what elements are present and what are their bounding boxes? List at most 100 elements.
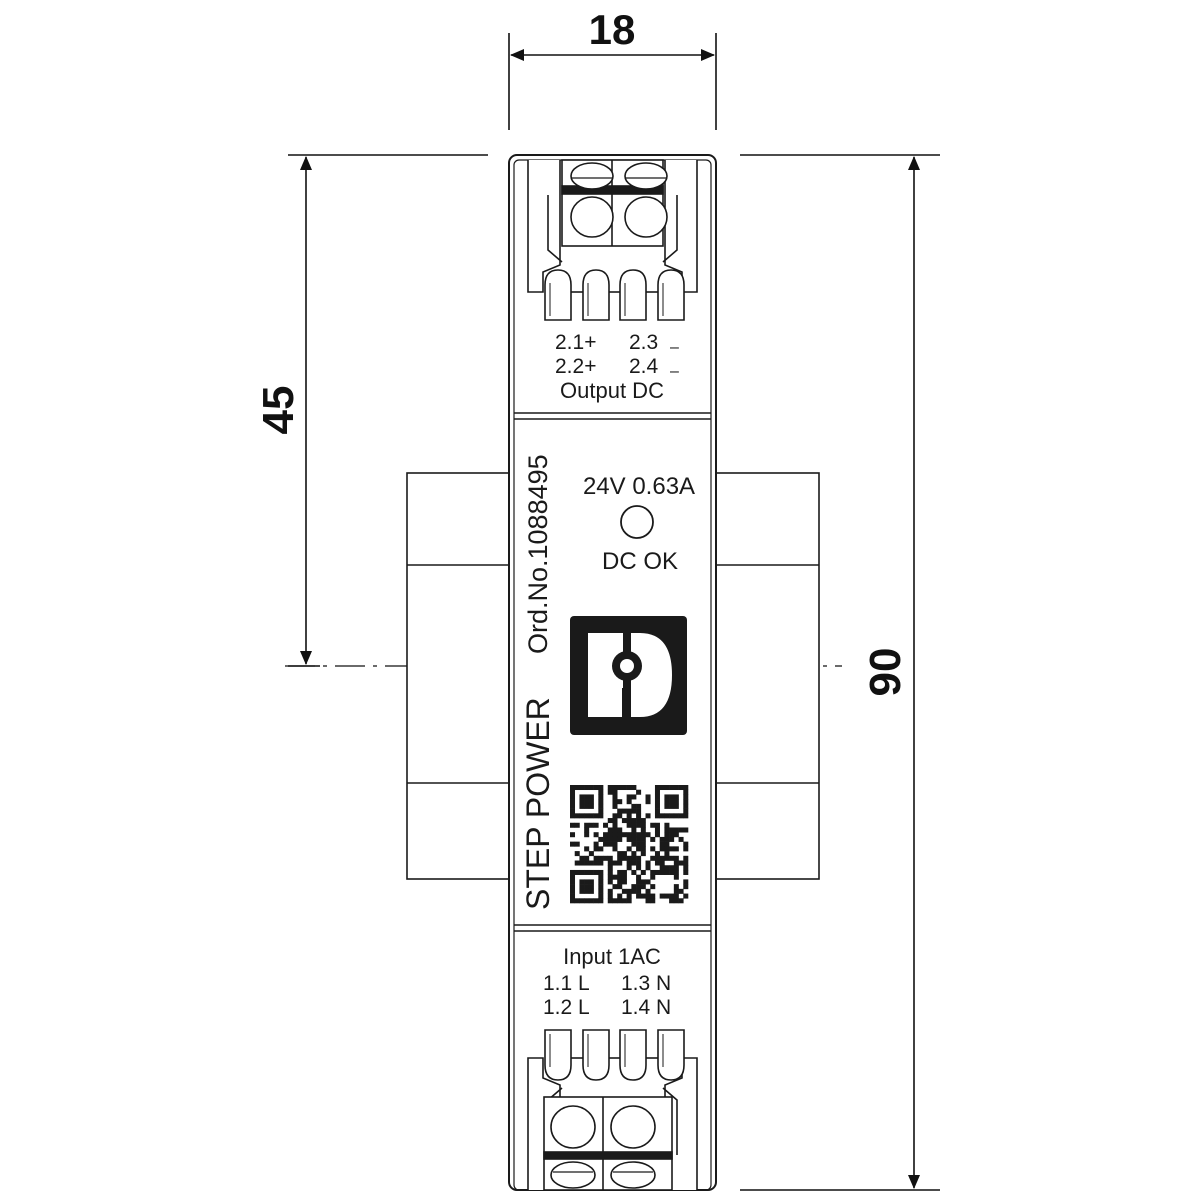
qr-module [654,827,660,833]
dimension-height [740,154,940,1191]
qr-module [669,836,675,842]
qr-module [654,869,660,875]
qr-module [678,888,684,894]
qr-module [603,855,609,861]
qr-module [588,884,594,890]
qr-module [612,827,618,833]
qr-module [617,813,623,819]
qr-module [683,789,689,795]
qr-module [673,869,679,875]
qr-module [603,836,609,842]
qr-module [626,832,632,838]
qr-module [640,818,646,824]
qr-module [640,879,646,885]
qr-module [631,808,637,814]
qr-module [631,818,637,824]
qr-module [584,803,590,809]
qr-module [636,888,642,894]
qr-module [593,813,599,819]
qr-module [617,855,623,861]
qr-module [579,785,585,791]
qr-module [607,874,613,880]
qr-module [626,846,632,852]
qr-module [631,841,637,847]
qr-module [584,855,590,861]
qr-module [570,794,576,800]
qr-module [654,855,660,861]
terminal-screw-icon[interactable] [570,162,614,190]
qr-module [598,846,604,852]
qr-module [683,827,689,833]
qr-module [683,869,689,875]
qr-module [636,846,642,852]
qr-module [612,874,618,880]
qr-module [645,832,651,838]
qr-module [654,794,660,800]
qr-module [683,794,689,800]
qr-module [593,841,599,847]
qr-module [607,860,613,866]
qr-module [673,813,679,819]
output-terminal-block [527,159,698,321]
qr-module [659,846,665,852]
qr-module [584,898,590,904]
terminal-screw-icon[interactable] [610,1161,656,1189]
qr-module [683,846,689,852]
qr-module [683,785,689,791]
qr-module [598,789,604,795]
qr-module [636,822,642,828]
qr-module [598,860,604,866]
qr-module [588,851,594,857]
dimension-width-label: 18 [589,6,636,53]
qr-module [664,794,670,800]
qr-module [617,860,623,866]
terminal-screw-icon[interactable] [624,162,668,190]
qr-module [612,813,618,819]
qr-module [574,785,580,791]
qr-module [579,879,585,885]
terminal-screw-icon[interactable] [570,196,614,238]
qr-module [612,803,618,809]
qr-module [607,836,613,842]
qr-module [659,865,665,871]
terminal-screw-icon[interactable] [610,1105,656,1149]
qr-module [636,865,642,871]
qr-module [626,836,632,842]
qr-module [584,846,590,852]
qr-module [621,888,627,894]
qr-module [640,884,646,890]
qr-module [588,813,594,819]
qr-module [570,785,576,791]
qr-module [598,874,604,880]
qr-module [603,832,609,838]
qr-module [617,851,623,857]
qr-module [683,841,689,847]
qr-module [636,813,642,819]
qr-module [584,860,590,866]
qr-module [683,855,689,861]
qr-module [664,799,670,805]
qr-module [636,860,642,866]
qr-module [612,836,618,842]
output-terminal-label-2-2: 2.2+ [555,355,596,378]
terminal-screw-icon[interactable] [550,1161,596,1189]
qr-module [654,799,660,805]
qr-module [640,832,646,838]
input-terminal-label-1-1: 1.1 L [543,972,590,995]
output-terminal-label-2-1: 2.1+ [555,331,596,354]
qr-module [678,836,684,842]
qr-module [673,855,679,861]
qr-module [631,869,637,875]
terminal-screw-icon[interactable] [624,196,668,238]
qr-module [579,794,585,800]
output-minus-sign: – [670,363,679,380]
terminal-screw-icon[interactable] [550,1105,596,1149]
qr-module [673,898,679,904]
qr-module [584,794,590,800]
qr-module [659,836,665,842]
qr-module [579,884,585,890]
qr-module [617,869,623,875]
qr-module [654,822,660,828]
qr-module [664,841,670,847]
qr-module [626,818,632,824]
